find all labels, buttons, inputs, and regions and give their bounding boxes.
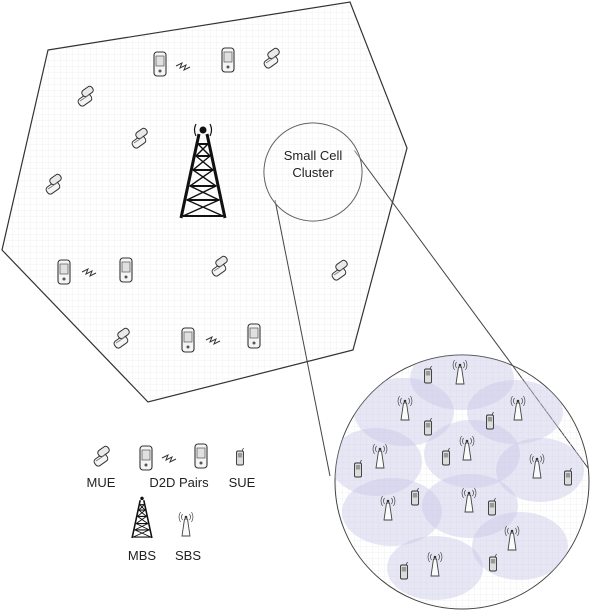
macro-tower-icon	[179, 123, 227, 219]
legend-sbs-icon	[178, 511, 194, 537]
legend-sue-label: SUE	[229, 475, 256, 490]
legend-mbs-label: MBS	[128, 548, 157, 563]
zoomed-cluster	[334, 354, 590, 610]
legend-mue-icon	[92, 444, 111, 468]
cluster-label-line1: Small Cell	[284, 148, 343, 163]
legend-mue-label: MUE	[87, 475, 116, 490]
cluster-label-line2: Cluster	[292, 165, 334, 180]
small-cell-coverage	[472, 512, 568, 580]
legend-sbs-label: SBS	[175, 548, 201, 563]
legend-d2d-icon	[139, 443, 208, 471]
legend-mbs-icon	[131, 496, 153, 539]
small-cell-coverage	[424, 420, 520, 488]
small-cell-cluster-circle	[263, 122, 363, 222]
legend: MUE D2D Pairs SUE MBS SBS	[87, 443, 256, 563]
legend-sue-icon	[236, 447, 244, 466]
macro-cell-hexagon	[1, 1, 408, 403]
small-cell-coverage	[335, 428, 422, 496]
legend-d2d-label: D2D Pairs	[149, 475, 209, 490]
zoom-line-bottom	[274, 199, 331, 477]
